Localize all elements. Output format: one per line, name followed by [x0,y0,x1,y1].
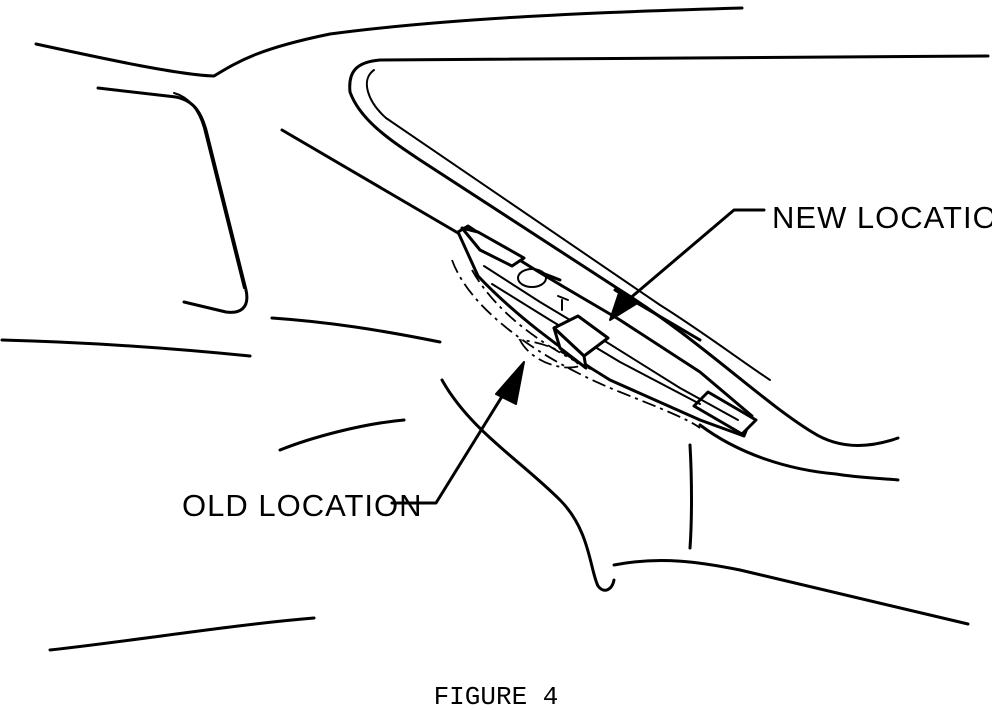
fender-bottom-line [698,423,900,482]
door-arc [278,418,406,452]
new-location-leader-line [626,208,766,302]
old-location-label: OLD LOCATION [182,488,423,523]
new-location-arrowhead [609,289,637,321]
old-location-arrowhead [495,361,525,405]
old-location-leader-line [390,388,508,505]
body-side-line-2 [270,316,442,344]
new-location-label: NEW LOCATION [772,200,992,235]
lower-body-line [612,559,970,626]
body-side-line-1 [0,338,252,358]
small-fastener-mark [557,295,569,311]
figure-caption: FIGURE 4 [434,682,559,710]
old-location-phantom-outline-2 [471,269,641,391]
rear-window-outer-frame [96,86,249,314]
old-location-phantom-outline [451,259,701,429]
old-location-phantom-ellipse [518,338,582,369]
cowl-left-bracket [460,226,526,268]
cowl-hole [517,268,547,288]
new-location-part-side [552,326,588,370]
roof-edge-line [34,6,744,78]
wheel-well-curve [440,378,616,592]
windshield-inner-frame [365,69,771,381]
rear-window-inner-frame [173,92,245,289]
fender-vertical-line [688,443,693,550]
bottom-left-line [48,616,316,652]
